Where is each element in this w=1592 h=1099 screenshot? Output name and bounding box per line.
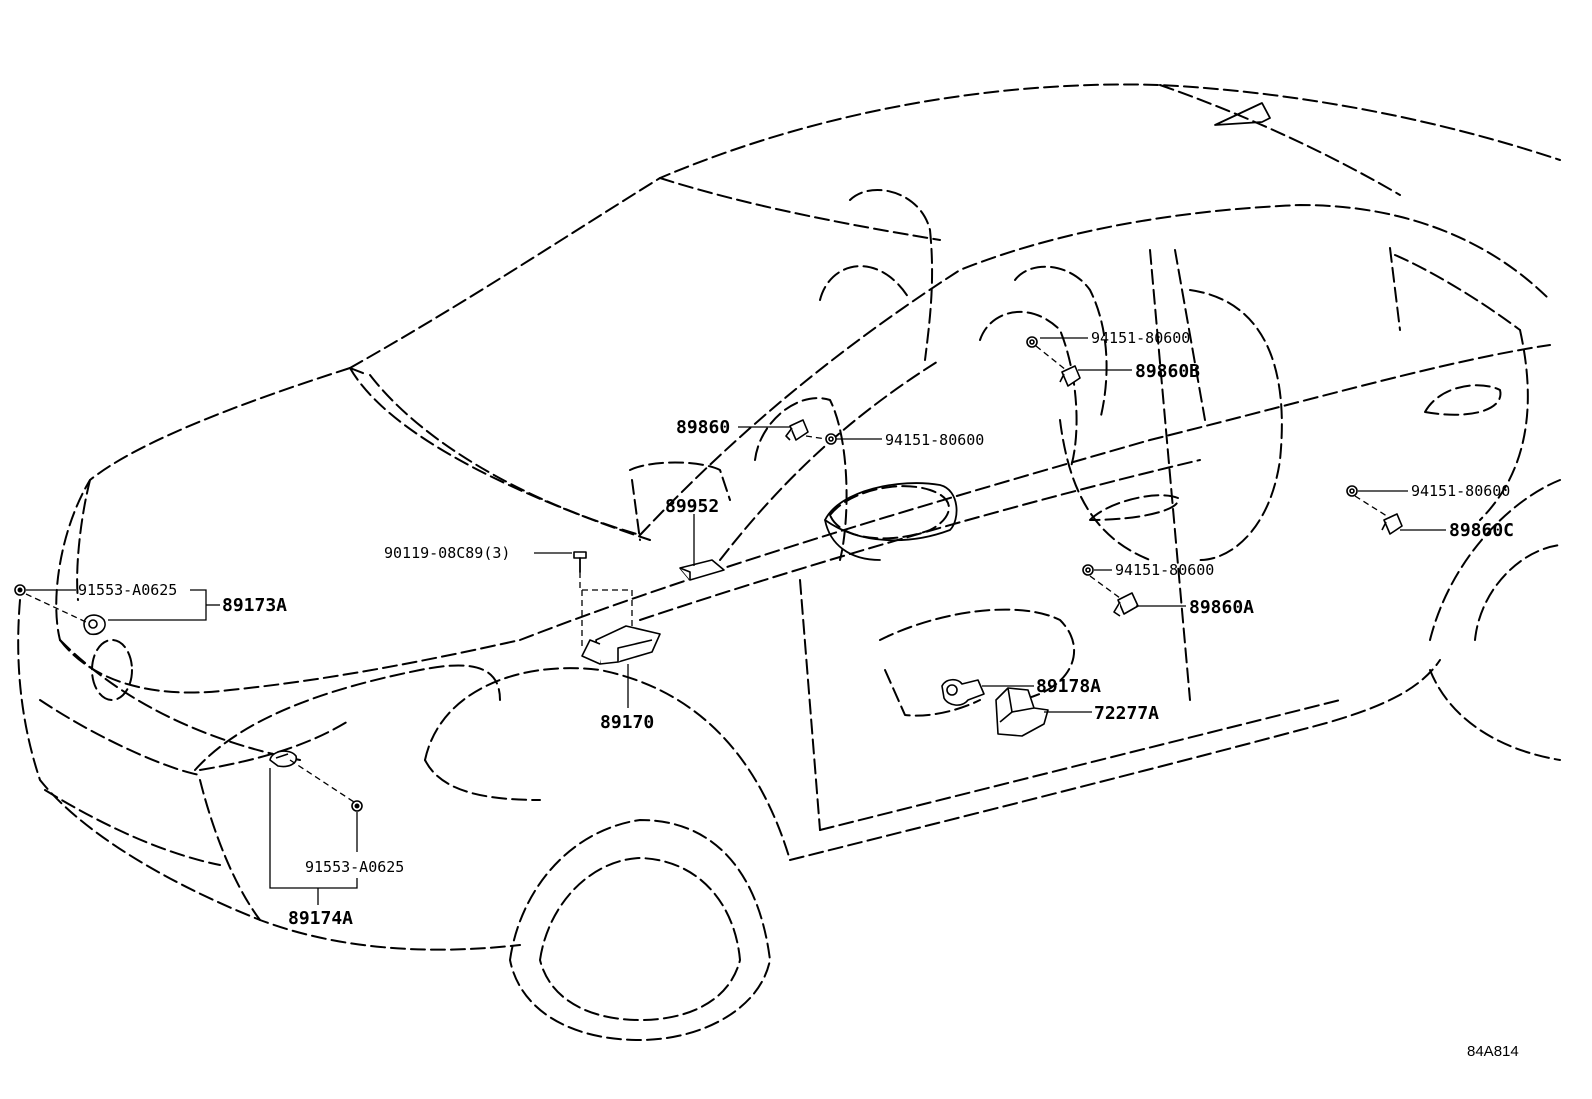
car-body-outline (17, 83, 1561, 1041)
label-94151-80600-a: 94151-80600 (885, 431, 984, 449)
label-89860A: 89860A (1189, 597, 1254, 618)
label-94151-80600-b: 94151-80600 (1091, 329, 1190, 347)
sensor-89860B-icon (1059, 365, 1081, 387)
label-89173A: 89173A (222, 595, 287, 616)
connector-89952-icon (679, 559, 725, 581)
label-90119-08C89: 90119-08C89(3) (384, 544, 510, 562)
label-94151-80600-d: 94151-80600 (1115, 561, 1214, 579)
label-89170: 89170 (600, 712, 654, 733)
bolt-90119-icon (573, 551, 587, 573)
label-89860C: 89860C (1449, 520, 1514, 541)
label-91553-A0625-b: 91553-A0625 (305, 858, 404, 876)
bolt-91553-b-icon (351, 800, 363, 812)
drawing-reference-number: 84A814 (1467, 1043, 1519, 1060)
label-89952: 89952 (665, 496, 719, 517)
nut-94151-b-icon (1026, 336, 1038, 348)
label-89174A: 89174A (288, 908, 353, 929)
label-89178A: 89178A (1036, 676, 1101, 697)
leader-lines (25, 337, 1446, 905)
bolt-91553-a-icon (14, 584, 26, 596)
parts (14, 336, 1403, 812)
label-89860: 89860 (676, 417, 730, 438)
front-sensor-89173A-icon (83, 614, 106, 636)
nut-94151-d-icon (1082, 564, 1094, 576)
sensor-89178A-icon (941, 678, 985, 706)
airbag-ecu-89170-icon (581, 589, 661, 665)
nut-94151-a-icon (825, 433, 837, 445)
sensor-89860A-icon (1113, 592, 1139, 617)
sensor-89860-icon (785, 419, 809, 441)
label-89860B: 89860B (1135, 361, 1200, 382)
label-72277A: 72277A (1094, 703, 1159, 724)
nut-94151-c-icon (1346, 485, 1358, 497)
label-94151-80600-c: 94151-80600 (1411, 482, 1510, 500)
front-sensor-89174A-icon (269, 750, 298, 768)
label-91553-A0625-a: 91553-A0625 (78, 581, 177, 599)
sensor-89860C-icon (1381, 513, 1403, 535)
bracket-72277A-icon (995, 687, 1049, 737)
part-labels: 89860 94151-80600 94151-80600 89860B 941… (78, 329, 1519, 1060)
